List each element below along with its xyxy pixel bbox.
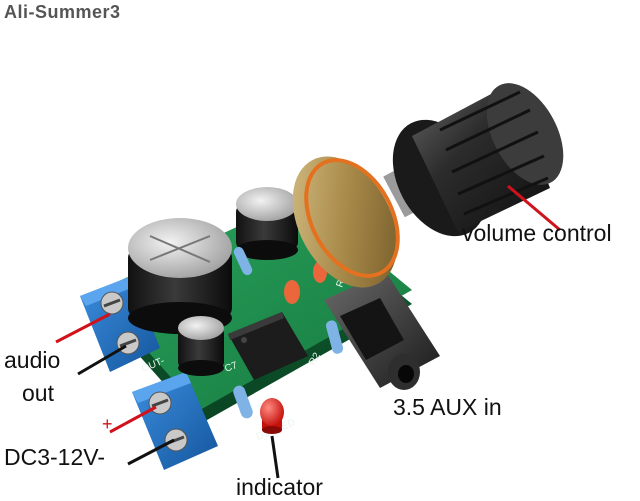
audio-out-label-line2: out bbox=[22, 380, 54, 406]
power-label: DC3-12V- bbox=[4, 444, 105, 470]
capacitor-medium bbox=[236, 187, 298, 260]
silk-c7: C7 bbox=[223, 360, 239, 375]
audio-out-label-line1: audio bbox=[4, 347, 61, 373]
plus-sign: + bbox=[102, 414, 113, 434]
annotation-arrows bbox=[55, 184, 561, 479]
capacitor-large bbox=[128, 218, 232, 334]
amplifier-chip bbox=[228, 312, 308, 380]
aux-in-label: 3.5 AUX in bbox=[393, 394, 502, 420]
knob-icon bbox=[392, 83, 564, 237]
volume-control-label: volume control bbox=[462, 220, 612, 246]
resistor bbox=[233, 246, 344, 419]
audio-jack bbox=[324, 272, 440, 390]
capacitor-small bbox=[178, 316, 224, 376]
watermark-text: Ali-Summer3 bbox=[4, 2, 121, 22]
indicator-label: indicator bbox=[236, 474, 323, 500]
led-indicator bbox=[260, 398, 284, 434]
power-terminal bbox=[132, 372, 218, 470]
